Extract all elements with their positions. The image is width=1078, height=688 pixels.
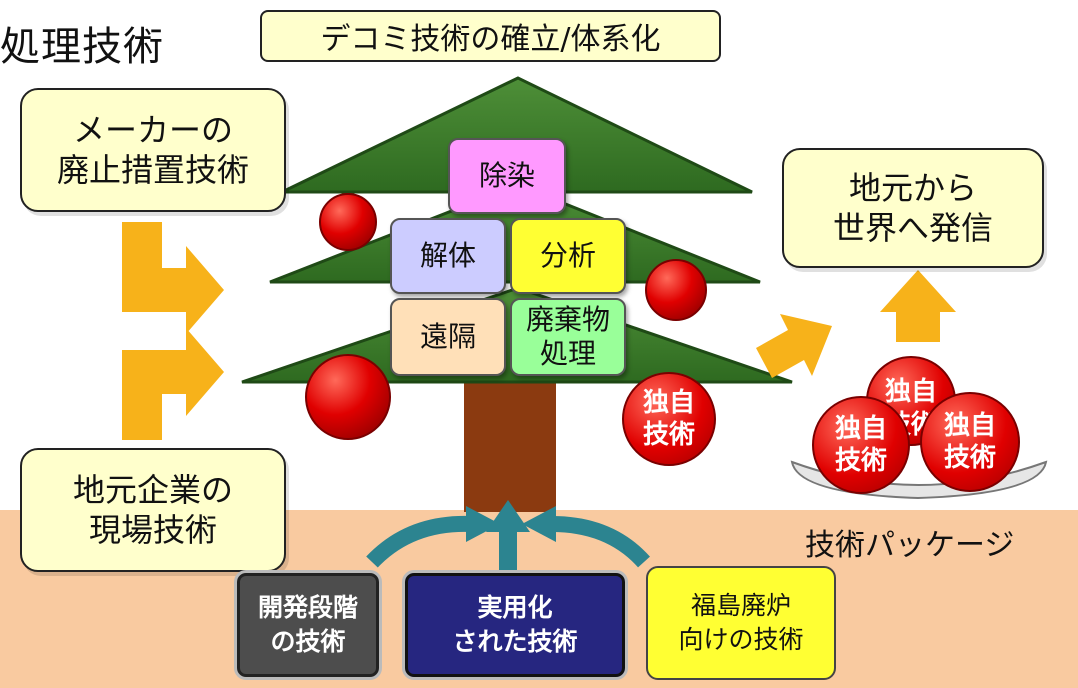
box-practical-tech: 実用化 された技術 bbox=[402, 570, 628, 680]
callout-world: 地元から 世界へ発信 bbox=[782, 148, 1044, 268]
page-title: 処理技術 bbox=[0, 24, 164, 70]
teal-arrowhead-center bbox=[486, 500, 530, 532]
ornament-ball bbox=[645, 259, 707, 321]
orange-arrow-to-package bbox=[756, 314, 832, 378]
unique-tech-ball-right: 独自 技術 bbox=[920, 392, 1020, 492]
block-remote: 遠隔 bbox=[390, 298, 506, 376]
ornament-ball bbox=[305, 354, 391, 440]
teal-arrow-center bbox=[499, 530, 517, 574]
teal-arrow-right bbox=[551, 516, 650, 568]
unique-tech-ball-tree: 独自 技術 bbox=[622, 372, 716, 466]
box-development-stage: 開発段階 の技術 bbox=[234, 570, 382, 680]
block-analysis: 分析 bbox=[510, 218, 626, 294]
box-fukushima-tech: 福島廃炉 向けの技術 bbox=[646, 566, 836, 680]
package-label: 技術パッケージ bbox=[805, 528, 1015, 563]
tree-trunk bbox=[464, 382, 556, 512]
unique-tech-ball-left: 独自 技術 bbox=[812, 396, 910, 494]
callout-local-tech: 地元企業の 現場技術 bbox=[20, 448, 286, 572]
teal-arrowhead-right bbox=[522, 506, 556, 542]
block-dismantling: 解体 bbox=[390, 218, 506, 294]
orange-arrow-local bbox=[122, 328, 224, 440]
block-waste-processing: 廃棄物 処理 bbox=[510, 298, 626, 376]
block-decontamination: 除染 bbox=[448, 138, 566, 214]
ornament-ball bbox=[319, 193, 377, 251]
orange-arrow-to-world bbox=[880, 270, 956, 342]
teal-arrow-left bbox=[366, 515, 471, 568]
top-goal-box: デコミ技術の確立/体系化 bbox=[260, 10, 721, 62]
teal-arrowhead-left bbox=[466, 506, 500, 542]
orange-arrow-maker bbox=[122, 222, 224, 334]
callout-maker-tech: メーカーの 廃止措置技術 bbox=[20, 88, 286, 212]
